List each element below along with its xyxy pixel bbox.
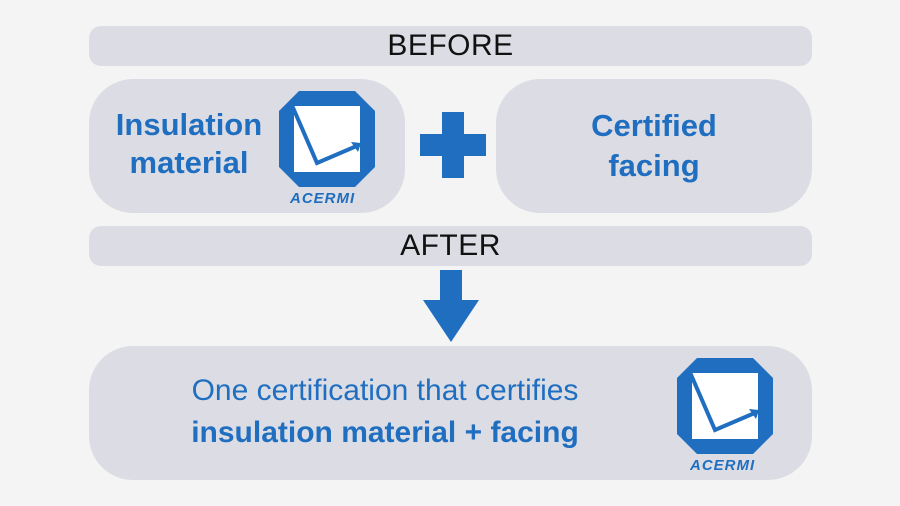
after-header: AFTER [89,226,812,266]
certified-facing-box [496,79,812,213]
acermi-logo-icon [277,89,377,189]
plus-icon [420,112,486,178]
acermi-logo-wordmark: ACERMI [690,457,756,474]
insulation-line-2: material [129,145,249,180]
before-label: BEFORE [387,29,514,62]
certified-line-1: Certified [591,108,717,143]
arrow-down-icon [423,270,479,342]
after-label: AFTER [400,229,501,262]
before-header: BEFORE [89,26,812,66]
certified-line-2: facing [608,148,700,183]
acermi-logo-wordmark: ACERMI [290,190,356,207]
insulation-material-text: Insulation material [100,106,278,182]
result-text: One certification that certifies insulat… [120,370,650,454]
acermi-logo-icon [675,356,775,456]
result-line-2: insulation material + facing [191,416,579,449]
acermi-logo-graphic [279,91,375,187]
insulation-line-1: Insulation [115,107,263,142]
acermi-logo-graphic [677,358,773,454]
certified-facing-text: Certified facing [496,106,812,186]
result-line-1: One certification that certifies [191,374,579,407]
